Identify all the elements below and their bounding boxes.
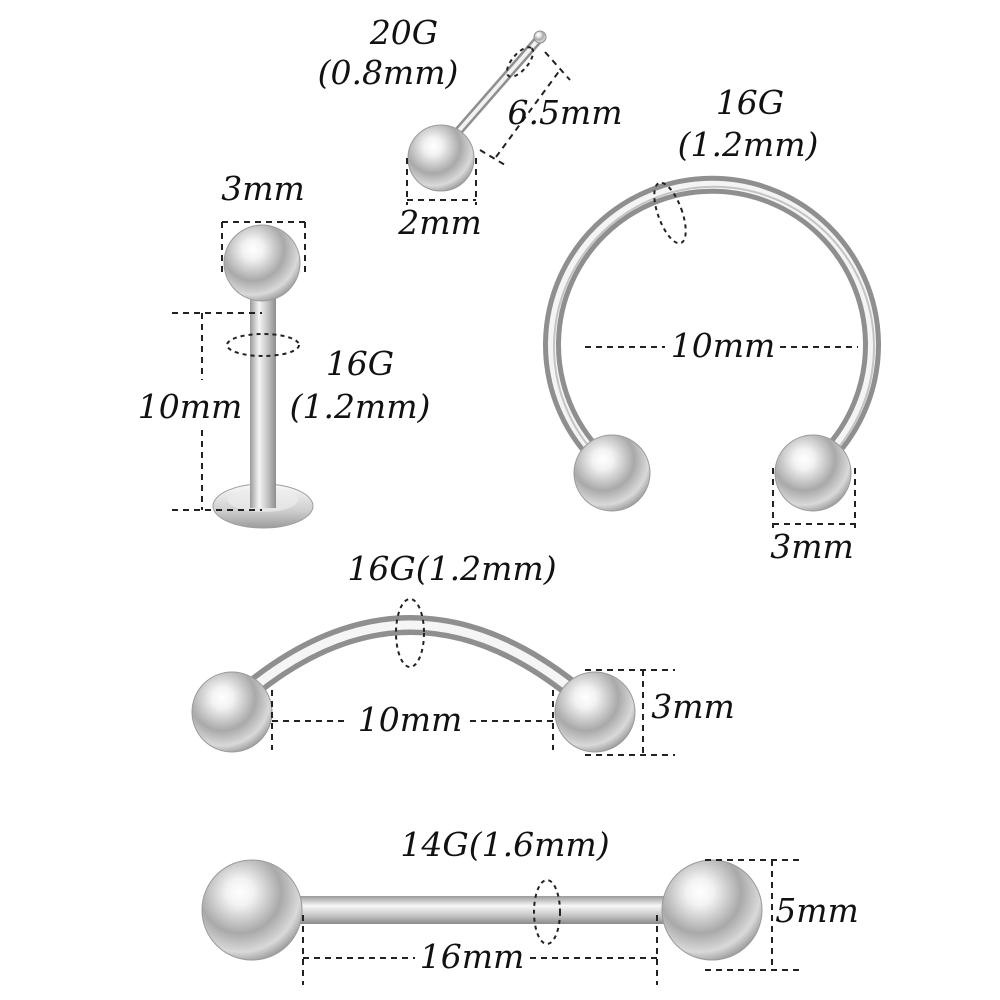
nose-stud-gauge-label: 20G [369, 13, 438, 52]
horseshoe-gauge-label: 16G [716, 83, 784, 122]
labret-gauge-label: 16G [326, 344, 394, 383]
labret-stud: 3mm 10mm 16G (1.2mm) [138, 169, 431, 529]
labret-gauge-mm-label: (1.2mm) [290, 387, 431, 426]
straight-barbell: 14G(1.6mm) 16mm 5mm [201, 825, 859, 985]
nose-stud-length-label: 6.5mm [507, 93, 622, 132]
horseshoe-ring: 16G (1.2mm) 10mm 3mm [543, 83, 881, 566]
nose-stud-gauge-mm-label: (0.8mm) [318, 53, 459, 92]
straight-barbell-gauge-label: 14G(1.6mm) [400, 825, 609, 864]
nose-stud: 20G (0.8mm) 6.5mm 2mm [318, 13, 623, 242]
horseshoe-ball-label: 3mm [770, 527, 854, 566]
horseshoe-gauge-mm-label: (1.2mm) [678, 125, 819, 164]
straight-barbell-ball-label: 5mm [775, 891, 859, 930]
labret-length-label: 10mm [138, 387, 243, 426]
straight-barbell-length-label: 16mm [420, 937, 525, 976]
curved-barbell-gauge-label: 16G(1.2mm) [347, 549, 556, 588]
curved-barbell: 16G(1.2mm) 10mm 3mm [191, 549, 735, 756]
labret-ball-label: 3mm [221, 169, 305, 208]
curved-barbell-length-label: 10mm [358, 700, 463, 739]
curved-barbell-ball-label: 3mm [651, 687, 735, 726]
horseshoe-diameter-label: 10mm [671, 326, 776, 365]
nose-stud-ball-label: 2mm [397, 203, 482, 242]
